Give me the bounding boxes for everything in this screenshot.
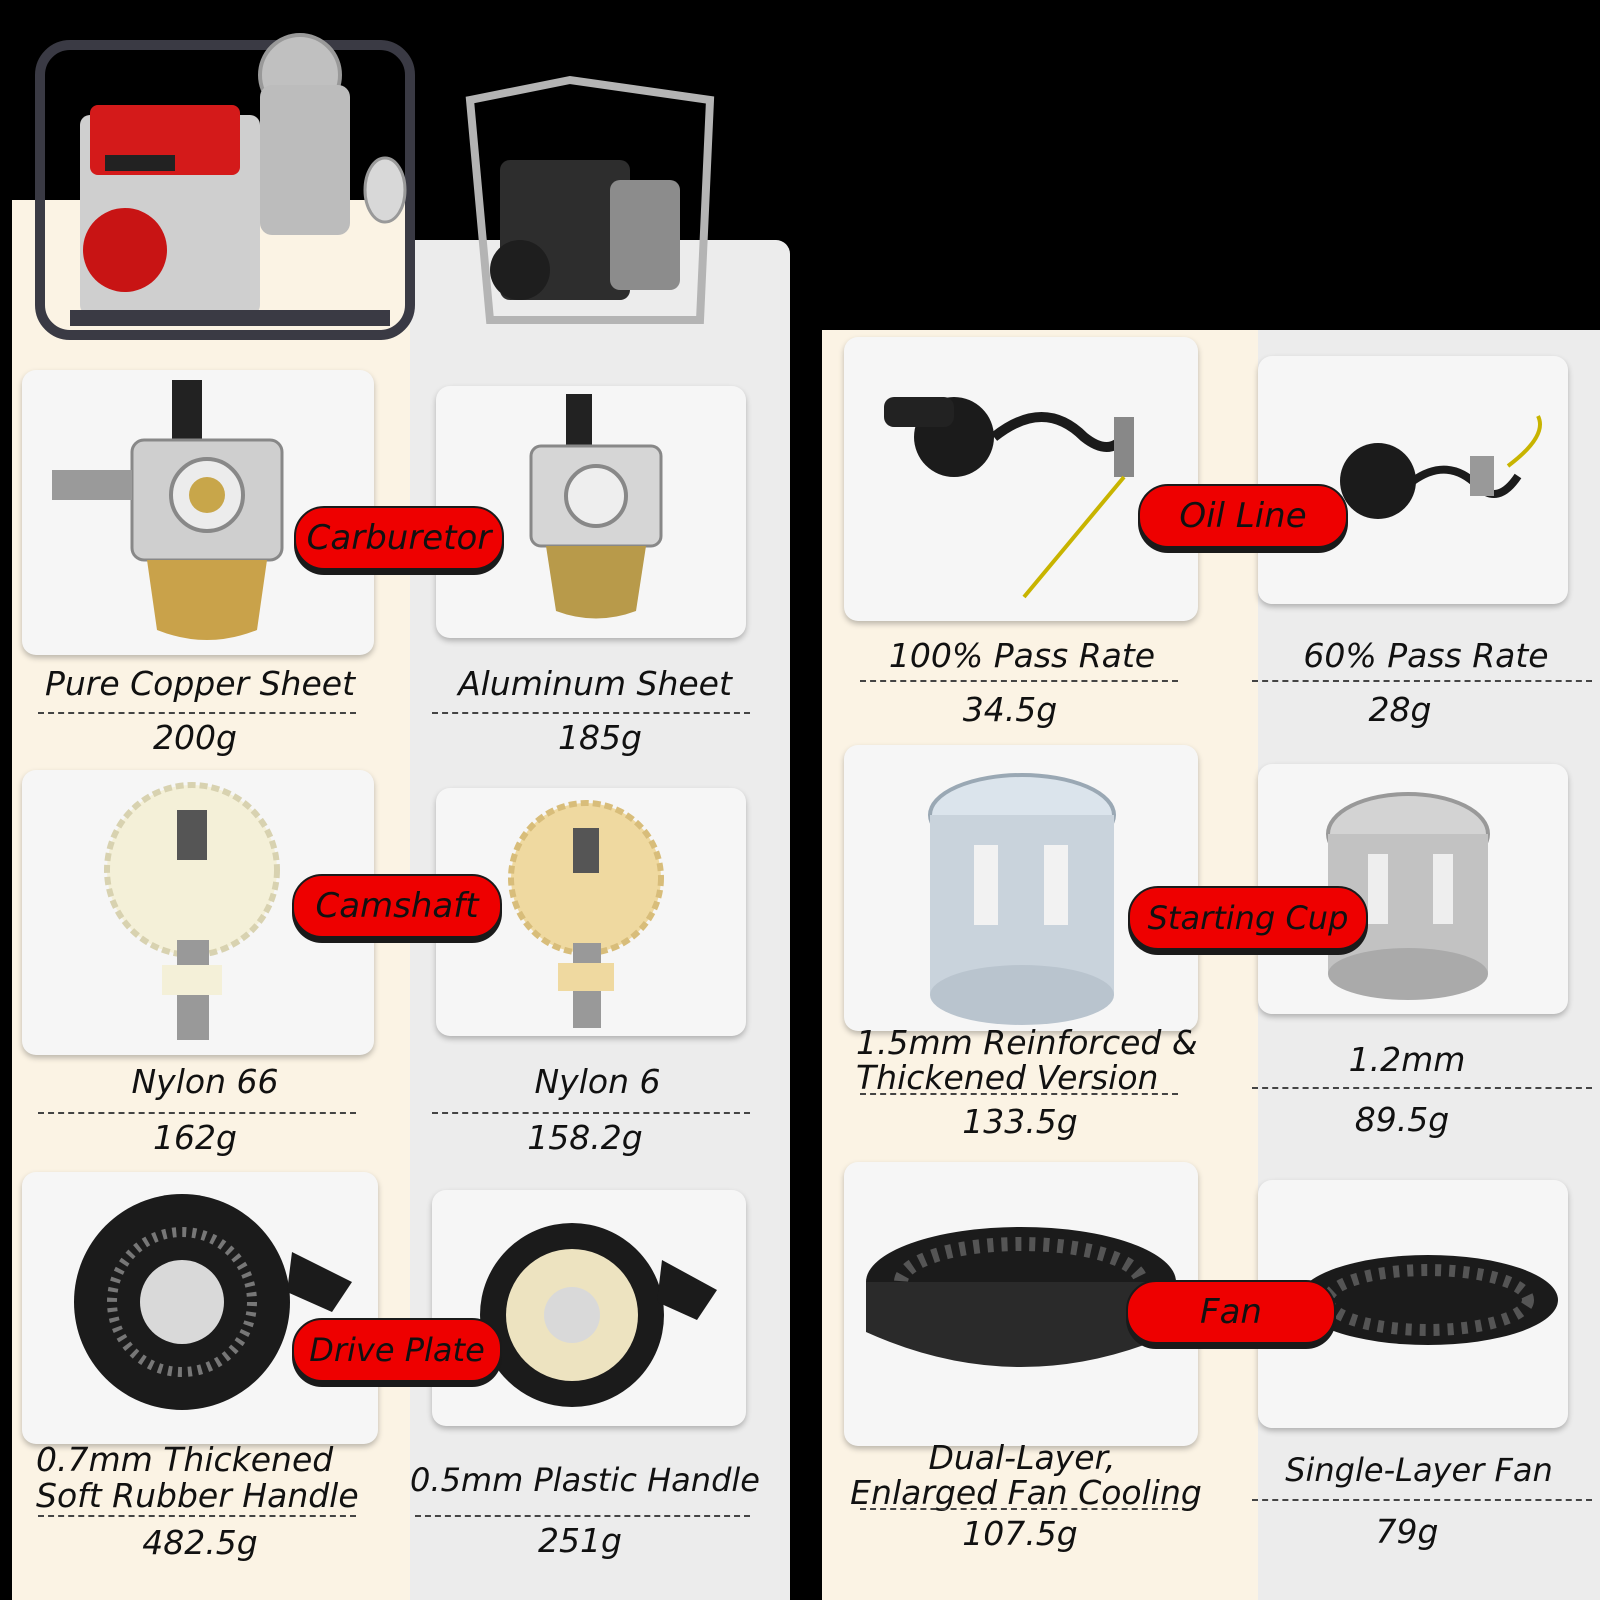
part-badge-oil-line: Oil Line <box>1138 484 1348 548</box>
starting-cup-basic-weight: 89.5g <box>1354 1100 1450 1139</box>
part-badge-starting-cup: Starting Cup <box>1128 886 1368 950</box>
drive-plate-plastic-image <box>432 1190 746 1426</box>
camshaft-good-label: Nylon 66 <box>131 1062 279 1101</box>
carburetor-basic-label: Aluminum Sheet <box>458 664 732 703</box>
drive-plate-basic-weight: 251g <box>538 1521 622 1560</box>
divider <box>860 680 1178 682</box>
oil-line-basic-weight: 28g <box>1368 690 1432 729</box>
drive-plate-good-label-line1: 0.7mm Thickened <box>36 1440 334 1479</box>
starting-cup-good-weight: 133.5g <box>962 1102 1078 1141</box>
divider <box>1252 1499 1592 1501</box>
divider <box>432 712 750 714</box>
fan-good-weight: 107.5g <box>962 1514 1078 1553</box>
oil-line-100-image <box>844 337 1198 621</box>
divider <box>432 1112 750 1114</box>
starting-cup-15mm-image <box>844 745 1198 1031</box>
carburetor-basic-weight: 185g <box>558 718 642 757</box>
camshaft-basic-label: Nylon 6 <box>534 1062 661 1101</box>
divider <box>38 1112 356 1114</box>
water-pump-black-image <box>450 60 720 340</box>
camshaft-basic-weight: 158.2g <box>527 1118 643 1157</box>
fan-basic-weight: 79g <box>1375 1512 1439 1551</box>
divider <box>38 712 356 714</box>
oil-line-good-label: 100% Pass Rate <box>888 636 1156 675</box>
drive-plate-rubber-image <box>22 1172 378 1444</box>
part-badge-drive-plate: Drive Plate <box>292 1318 502 1382</box>
fan-good-label-line2: Enlarged Fan Cooling <box>850 1473 1202 1512</box>
starting-cup-basic-label: 1.2mm <box>1348 1040 1466 1079</box>
oil-line-60-image <box>1258 356 1568 604</box>
divider <box>860 1508 1178 1510</box>
camshaft-good-weight: 162g <box>153 1118 237 1157</box>
divider <box>1252 1087 1592 1089</box>
drive-plate-good-weight: 482.5g <box>142 1523 258 1562</box>
part-badge-camshaft: Camshaft <box>292 874 502 938</box>
drive-plate-good-label-line2: Soft Rubber Handle <box>36 1476 359 1515</box>
oil-line-good-weight: 34.5g <box>962 690 1058 729</box>
carburetor-copper-image <box>22 370 374 655</box>
starting-cup-good-label-line2: Thickened Version <box>856 1058 1159 1097</box>
carburetor-good-label: Pure Copper Sheet <box>44 664 356 703</box>
divider <box>1252 680 1592 682</box>
water-pump-red-image <box>30 5 420 345</box>
fan-basic-label: Single-Layer Fan <box>1285 1451 1553 1489</box>
part-badge-carburetor: Carburetor <box>294 506 504 570</box>
divider <box>415 1515 750 1517</box>
oil-line-basic-label: 60% Pass Rate <box>1303 636 1549 675</box>
part-badge-fan: Fan <box>1126 1280 1336 1344</box>
divider <box>860 1093 1178 1095</box>
drive-plate-basic-label: 0.5mm Plastic Handle <box>410 1461 760 1499</box>
divider <box>38 1515 356 1517</box>
camshaft-nylon66-image <box>22 770 374 1055</box>
carburetor-good-weight: 200g <box>153 718 237 757</box>
starting-cup-good-label-line1: 1.5mm Reinforced & <box>856 1023 1198 1062</box>
fan-good-label-line1: Dual-Layer, <box>928 1438 1116 1477</box>
